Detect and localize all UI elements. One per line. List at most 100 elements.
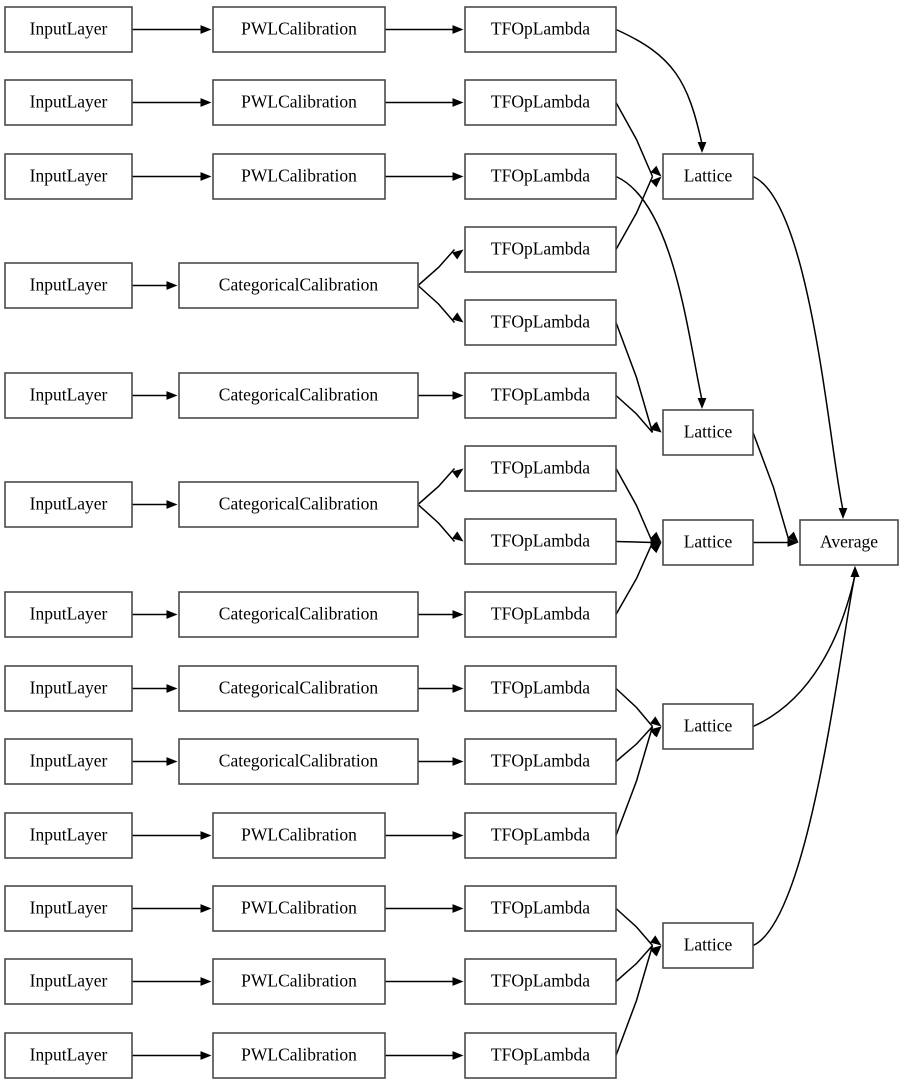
node-box[interactable]: [464, 518, 617, 565]
node-input-layer-in12[interactable]: InputLayer: [4, 958, 133, 1005]
node-box[interactable]: [464, 1032, 617, 1079]
node-box[interactable]: [464, 812, 617, 859]
node-box[interactable]: [464, 885, 617, 932]
edge-tfop-lambda-to-lattice: [615, 28, 707, 153]
node-box[interactable]: [178, 591, 419, 638]
node-box[interactable]: [464, 591, 617, 638]
node-box[interactable]: [662, 519, 754, 566]
node-box[interactable]: [464, 6, 617, 53]
node-pwlcalibration-cal12[interactable]: PWLCalibration: [212, 958, 386, 1005]
node-box[interactable]: [662, 922, 754, 969]
node-lattice-lat1[interactable]: Lattice: [662, 153, 754, 200]
node-box[interactable]: [464, 226, 617, 273]
node-input-layer-in1[interactable]: InputLayer: [4, 6, 133, 53]
node-box[interactable]: [178, 481, 419, 528]
node-tfop-lambda-lam12[interactable]: TFOpLambda: [464, 812, 617, 859]
node-tfop-lambda-lam10[interactable]: TFOpLambda: [464, 665, 617, 712]
node-input-layer-in3[interactable]: InputLayer: [4, 153, 133, 200]
node-lattice-lat4[interactable]: Lattice: [662, 703, 754, 750]
node-box[interactable]: [212, 6, 386, 53]
node-pwlcalibration-cal3[interactable]: PWLCalibration: [212, 153, 386, 200]
node-box[interactable]: [4, 481, 133, 528]
node-tfop-lambda-lam3[interactable]: TFOpLambda: [464, 153, 617, 200]
node-tfop-lambda-lam8[interactable]: TFOpLambda: [464, 518, 617, 565]
node-box[interactable]: [212, 79, 386, 126]
node-categorical-calibration-cal9[interactable]: CategoricalCalibration: [178, 738, 419, 785]
node-tfop-lambda-lam7[interactable]: TFOpLambda: [464, 445, 617, 492]
edge-line: [752, 432, 791, 543]
node-tfop-lambda-lam14[interactable]: TFOpLambda: [464, 958, 617, 1005]
node-box[interactable]: [799, 519, 899, 566]
node-box[interactable]: [464, 153, 617, 200]
node-input-layer-in2[interactable]: InputLayer: [4, 79, 133, 126]
node-pwlcalibration-cal10[interactable]: PWLCalibration: [212, 812, 386, 859]
node-categorical-calibration-cal8[interactable]: CategoricalCalibration: [178, 665, 419, 712]
node-tfop-lambda-lam4[interactable]: TFOpLambda: [464, 226, 617, 273]
node-box[interactable]: [4, 79, 133, 126]
node-box[interactable]: [212, 958, 386, 1005]
node-lattice-lat2[interactable]: Lattice: [662, 409, 754, 456]
node-input-layer-in5[interactable]: InputLayer: [4, 372, 133, 419]
node-box[interactable]: [4, 262, 133, 309]
node-box[interactable]: [464, 445, 617, 492]
node-input-layer-in11[interactable]: InputLayer: [4, 885, 133, 932]
node-box[interactable]: [4, 1032, 133, 1079]
node-categorical-calibration-cal7[interactable]: CategoricalCalibration: [178, 591, 419, 638]
node-pwlcalibration-cal2[interactable]: PWLCalibration: [212, 79, 386, 126]
node-average-avg[interactable]: Average: [799, 519, 899, 566]
node-lattice-lat5[interactable]: Lattice: [662, 922, 754, 969]
node-box[interactable]: [4, 812, 133, 859]
node-box[interactable]: [4, 372, 133, 419]
edge-pwlcalibration-to-tfop-lambda: [385, 904, 464, 913]
node-tfop-lambda-lam5[interactable]: TFOpLambda: [464, 299, 617, 346]
node-box[interactable]: [4, 153, 133, 200]
node-input-layer-in10[interactable]: InputLayer: [4, 812, 133, 859]
edge-input-layer-to-categorical-calibration: [132, 757, 178, 766]
node-tfop-lambda-lam15[interactable]: TFOpLambda: [464, 1032, 617, 1079]
node-box[interactable]: [212, 153, 386, 200]
node-input-layer-in8[interactable]: InputLayer: [4, 665, 133, 712]
node-box[interactable]: [178, 738, 419, 785]
node-input-layer-in4[interactable]: InputLayer: [4, 262, 133, 309]
node-box[interactable]: [464, 79, 617, 126]
node-box[interactable]: [178, 372, 419, 419]
node-box[interactable]: [4, 958, 133, 1005]
node-label: InputLayer: [30, 275, 108, 295]
node-input-layer-in6[interactable]: InputLayer: [4, 481, 133, 528]
node-tfop-lambda-lam2[interactable]: TFOpLambda: [464, 79, 617, 126]
node-input-layer-in13[interactable]: InputLayer: [4, 1032, 133, 1079]
node-input-layer-in9[interactable]: InputLayer: [4, 738, 133, 785]
node-box[interactable]: [4, 6, 133, 53]
node-pwlcalibration-cal11[interactable]: PWLCalibration: [212, 885, 386, 932]
node-box[interactable]: [464, 958, 617, 1005]
node-tfop-lambda-lam13[interactable]: TFOpLambda: [464, 885, 617, 932]
node-tfop-lambda-lam9[interactable]: TFOpLambda: [464, 591, 617, 638]
node-box[interactable]: [464, 665, 617, 712]
node-box[interactable]: [178, 665, 419, 712]
node-box[interactable]: [212, 1032, 386, 1079]
node-tfop-lambda-lam1[interactable]: TFOpLambda: [464, 6, 617, 53]
node-box[interactable]: [464, 299, 617, 346]
node-box[interactable]: [662, 153, 754, 200]
node-categorical-calibration-cal6[interactable]: CategoricalCalibration: [178, 481, 419, 528]
node-tfop-lambda-lam11[interactable]: TFOpLambda: [464, 738, 617, 785]
node-categorical-calibration-cal4[interactable]: CategoricalCalibration: [178, 262, 419, 309]
node-box[interactable]: [4, 738, 133, 785]
node-box[interactable]: [212, 885, 386, 932]
node-lattice-lat3[interactable]: Lattice: [662, 519, 754, 566]
node-box[interactable]: [4, 665, 133, 712]
node-pwlcalibration-cal13[interactable]: PWLCalibration: [212, 1032, 386, 1079]
node-box[interactable]: [4, 591, 133, 638]
edge-input-layer-to-categorical-calibration: [132, 391, 178, 400]
node-tfop-lambda-lam6[interactable]: TFOpLambda: [464, 372, 617, 419]
node-box[interactable]: [464, 738, 617, 785]
node-box[interactable]: [212, 812, 386, 859]
node-box[interactable]: [464, 372, 617, 419]
node-box[interactable]: [4, 885, 133, 932]
node-box[interactable]: [662, 703, 754, 750]
node-pwlcalibration-cal1[interactable]: PWLCalibration: [212, 6, 386, 53]
node-box[interactable]: [178, 262, 419, 309]
node-box[interactable]: [662, 409, 754, 456]
node-categorical-calibration-cal5[interactable]: CategoricalCalibration: [178, 372, 419, 419]
node-input-layer-in7[interactable]: InputLayer: [4, 591, 133, 638]
